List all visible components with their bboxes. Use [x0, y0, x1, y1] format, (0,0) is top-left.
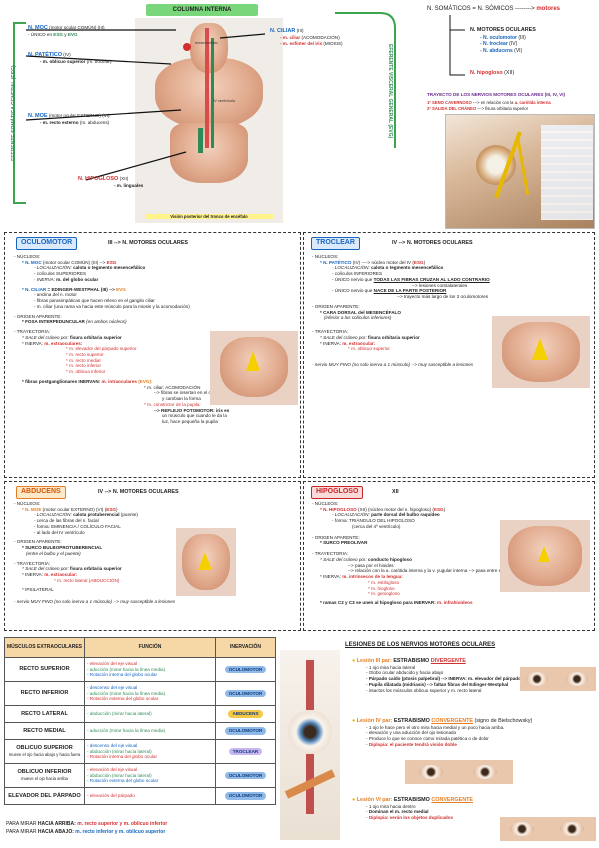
muscle-innervation: OCULOMOTOR	[215, 763, 276, 788]
eye-muscles-illustration	[280, 650, 340, 840]
innervation-badge: ABDUCENS	[228, 710, 263, 718]
ventriculo-label: IV ventrículo	[213, 98, 236, 103]
muscle-function: - elevación del eje visual- aducción (mi…	[84, 657, 216, 682]
hipogloso-label: N. HIPOGLOSO (XII) - m. linguales	[78, 176, 144, 188]
muscle-innervation: OCULOMOTOR	[215, 657, 276, 682]
patetico-label: N. PATÉTICO (IV) - m. oblicuo superior (…	[28, 52, 112, 64]
hipogloso-head: XII	[392, 489, 399, 495]
muscle-function: - elevación del párpado	[84, 787, 216, 805]
troclear-head: IV --> N. MOTORES OCULARES	[392, 240, 473, 246]
esg-vertical-label: EFERENTE SOMÁTICA GENERAL (ESG)	[10, 65, 17, 161]
salida-line: 2º SALIDA DEL CRÁNEO ---> fisura orbitar…	[427, 106, 529, 111]
top-diagram: COLUMNA INTERNA mesencéfalo IV ventrícul…	[0, 0, 420, 230]
oculomotor-box	[4, 232, 301, 478]
oculomotor-tag: OCULOMOTOR	[16, 237, 78, 250]
muscle-name: RECTO SUPERIOR	[4, 657, 85, 682]
oculomotor-head: III --> N. MOTORES OCULARES	[108, 240, 189, 246]
lesion-iv: ● Lesión IV par: ESTRABISMO CONVERGENTE …	[352, 718, 533, 747]
muscle-innervation: OCULOMOTOR	[215, 722, 276, 740]
muscle-function: - descenso del eje visual- aducción (mir…	[84, 681, 216, 706]
trayecto-title: TRAYECTO DE LOS NERVIOS MOTORES OCULARES…	[427, 92, 566, 97]
muscle-name: RECTO MEDIAL	[4, 722, 85, 740]
abducens-tag: ABDUCENS	[16, 486, 66, 499]
innervation-badge: OCULOMOTOR	[224, 771, 267, 780]
somaticos-tree	[449, 15, 465, 76]
troclear-body: - NÚCLEOS: * N. PATÉTICO (IV) ----> núcl…	[312, 254, 490, 368]
eyes-photo-iii	[520, 667, 596, 691]
abducens-head: IV --> N. MOTORES OCULARES	[98, 489, 179, 495]
muscle-name: ELEVADOR DEL PÁRPADO	[4, 787, 85, 805]
table-row: RECTO INFERIOR- descenso del eje visual-…	[4, 681, 276, 706]
evg-arrow	[220, 12, 396, 148]
hipogloso-tag: HIPOGLOSO	[311, 486, 364, 499]
somaticos-line: N. SOMÁTICOS = N. SÓMICOS --------> moto…	[427, 6, 561, 12]
table-footer-abajo: PARA MIRAR HACIA ABAJO: m. recto inferio…	[6, 829, 166, 835]
table-row: ELEVADOR DEL PÁRPADO- elevación del párp…	[4, 787, 276, 805]
muscles-table: MÚSCULOS EXTRAOCULARES FUNCIÓN INERVACIÓ…	[4, 637, 276, 805]
troclear-brain-image	[492, 316, 590, 388]
muscle-name: RECTO INFERIOR	[4, 681, 85, 706]
eyes-photo-iv	[405, 760, 513, 784]
table-header-inervacion: INERVACIÓN	[215, 637, 276, 658]
lesion-vi: ● Lesión VI par: ESTRABISMO CONVERGENTE …	[352, 797, 473, 821]
somaticos-panel: N. SOMÁTICOS = N. SÓMICOS --------> moto…	[425, 4, 597, 229]
oculomotor-brain-image	[210, 331, 298, 405]
innervation-badge: OCULOMOTOR	[224, 689, 267, 698]
table-header-musculos: MÚSCULOS EXTRAOCULARES	[4, 637, 85, 658]
innervation-badge: OCULOMOTOR	[224, 665, 267, 674]
mesencefalo-label: mesencéfalo	[195, 40, 218, 45]
diagram-caption: Visión posterior del tronco de encéfalo	[145, 214, 273, 220]
muscle-innervation: OCULOMOTOR	[215, 681, 276, 706]
esg-bracket	[13, 22, 26, 204]
moc-label: N. MOC (motor ocular COMÚN) (III) - ÚNIC…	[28, 25, 105, 37]
oculomotor-body: - NÚCLEOS: * N. MOC (motor ocular COMÚN)…	[14, 254, 230, 425]
left-arrows	[26, 29, 187, 181]
somaticos-list: - N. oculomotor (III) - N. troclear (IV)…	[480, 35, 526, 54]
muscle-function: - abducción (mirar hacia lateral)	[84, 705, 216, 723]
table-header-funcion: FUNCIÓN	[84, 637, 216, 658]
hipogloso-brain-image	[500, 520, 590, 592]
troclear-box	[303, 232, 595, 478]
muscle-function: - elevación del eje visual- abducción (m…	[84, 763, 216, 788]
table-row: RECTO MEDIAL- aducción (mirar hacia la l…	[4, 722, 276, 740]
innervation-badge: OCULOMOTOR	[224, 727, 267, 735]
seno-line: 1º SENO CAVERNOSO ---> en relación con l…	[427, 100, 551, 105]
ciliar-label: N. CILIAR (III) - m. ciliar (ACOMODACIÓN…	[270, 28, 343, 46]
lesiones-title: LESIONES DE LOS NERVIOS MOTORES OCULARES	[345, 642, 496, 648]
troclear-tag: TROCLEAR	[311, 237, 360, 250]
abducens-brain-image	[176, 528, 236, 596]
evg-vertical-label: EFERENTE VISCERAL GENERAL (EVG)	[387, 43, 394, 139]
moe-label: N. MOE (motor ocular EXTERNO) (VI) - m. …	[28, 113, 110, 125]
muscle-innervation: OCULOMOTOR	[215, 787, 276, 805]
table-row: RECTO SUPERIOR- elevación del eje visual…	[4, 657, 276, 682]
muscle-innervation: TROCLEAR	[215, 739, 276, 764]
muscle-function: - descenso del eje visual- abducción (mi…	[84, 739, 216, 764]
motores-oculares-label: N. MOTORES OCULARES	[470, 27, 536, 33]
table-footer-arriba: PARA MIRAR HACIA ARRIBA: m. recto superi…	[6, 821, 168, 827]
somaticos-hipogloso: N. hipogloso (XII)	[470, 70, 515, 76]
innervation-badge: TROCLEAR	[228, 747, 263, 756]
table-row: RECTO LATERAL- abducción (mirar hacia la…	[4, 705, 276, 723]
lesion-iii: ● Lesión III par: ESTRABISMO DIVERGENTE …	[352, 658, 521, 693]
muscle-function: - aducción (mirar hacia la línea media)	[84, 722, 216, 740]
brainstem-image: mesencéfalo IV ventrículo Visión posteri…	[135, 18, 283, 223]
diagram-title: COLUMNA INTERNA	[146, 4, 258, 16]
hipogloso-body: - NÚCLEOS: * N. HIPOGLOSO (XII) (núcleo …	[312, 501, 509, 606]
muscle-name: RECTO LATERAL	[4, 705, 85, 723]
muscle-innervation: ABDUCENS	[215, 705, 276, 723]
innervation-badge: OCULOMOTOR	[224, 792, 267, 800]
eyes-photo-vi	[500, 817, 596, 841]
hipogloso-box	[303, 481, 595, 631]
abducens-box	[4, 481, 301, 631]
orbit-illustration	[445, 114, 595, 229]
abducens-body: - NÚCLEOS: * N. MOE (motor ocular EXTERN…	[14, 501, 176, 605]
